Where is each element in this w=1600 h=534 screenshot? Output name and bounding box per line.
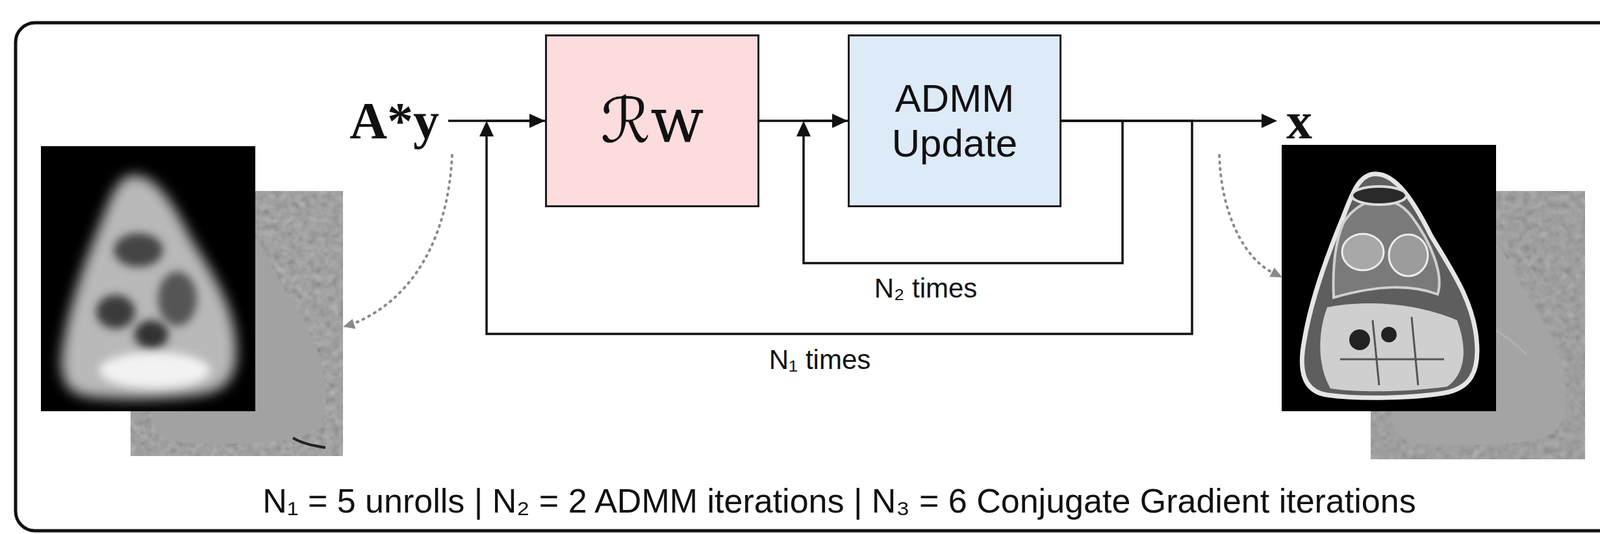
patella [1351, 186, 1407, 205]
blurry-knee [61, 175, 237, 400]
loop-count-label: N₁ times [766, 344, 874, 376]
box-label: ℛw [600, 85, 705, 157]
output-symbol: x [1283, 90, 1315, 151]
box-label: ADMM Update [860, 76, 1049, 166]
arrowhead [796, 120, 811, 137]
flow-arrow [448, 113, 546, 128]
math-symbol: A*y [346, 90, 442, 151]
connector-line [486, 119, 546, 123]
condyle [1342, 233, 1384, 271]
reconstructed-image [1281, 144, 1497, 412]
connector-line [803, 119, 848, 123]
arrowhead [1261, 113, 1278, 128]
zero-filled-image [40, 146, 256, 412]
phase-wrap [292, 437, 326, 448]
condyle [1388, 234, 1428, 277]
femur [1333, 200, 1440, 298]
blur-blob [99, 352, 210, 389]
dotted-arrow [352, 155, 453, 325]
blur-blob [157, 271, 197, 327]
dotted-arrowhead [342, 318, 356, 329]
muscle [1320, 303, 1464, 392]
knee-blur [61, 175, 237, 400]
arrowhead [479, 120, 494, 137]
settings-caption: N₁ = 5 unrolls | N₂ = 2 ADMM iterations … [259, 482, 1419, 521]
blur-blob [113, 233, 164, 267]
vessel [1381, 326, 1397, 343]
dotted-arrowhead [1269, 267, 1283, 278]
regularizer-box: ℛw [545, 34, 760, 208]
fascia [1340, 317, 1445, 386]
loop-count-label: N₂ times [871, 272, 981, 305]
blur-blob [134, 320, 169, 349]
knee-outline [1301, 174, 1478, 399]
vessel [1349, 329, 1371, 351]
outer-frame [15, 22, 1600, 531]
math-symbol: x [1283, 90, 1315, 151]
input-symbol: A*y [346, 90, 442, 151]
admm-box: ADMM Update [847, 34, 1062, 208]
dotted-arrow [1219, 155, 1271, 272]
blur-blob [96, 294, 136, 329]
sharp-knee [1301, 174, 1478, 399]
